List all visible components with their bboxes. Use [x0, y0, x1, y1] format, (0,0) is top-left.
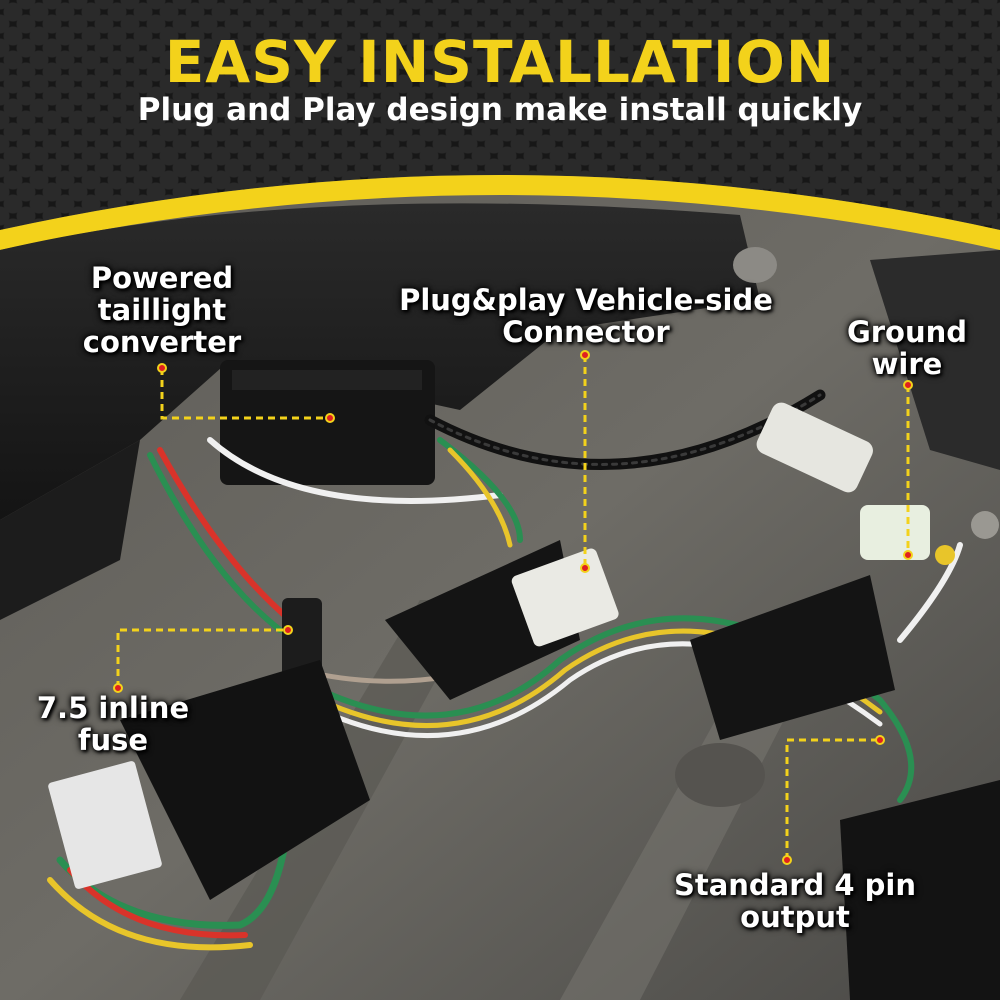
callout-vehicle-connector: Plug&play Vehicle-side Connector [399, 283, 773, 349]
header-subtitle: Plug and Play design make install quickl… [137, 92, 863, 128]
callout-four-pin-output: Standard 4 pin output [673, 868, 917, 934]
callout-inline-fuse: 7.5 inline fuse [36, 691, 190, 757]
callout-powered-converter: Powered taillight converter [82, 261, 242, 359]
header-title: EASY INSTALLATION [164, 28, 836, 96]
callout-ground-wire: Ground wire [846, 315, 968, 381]
